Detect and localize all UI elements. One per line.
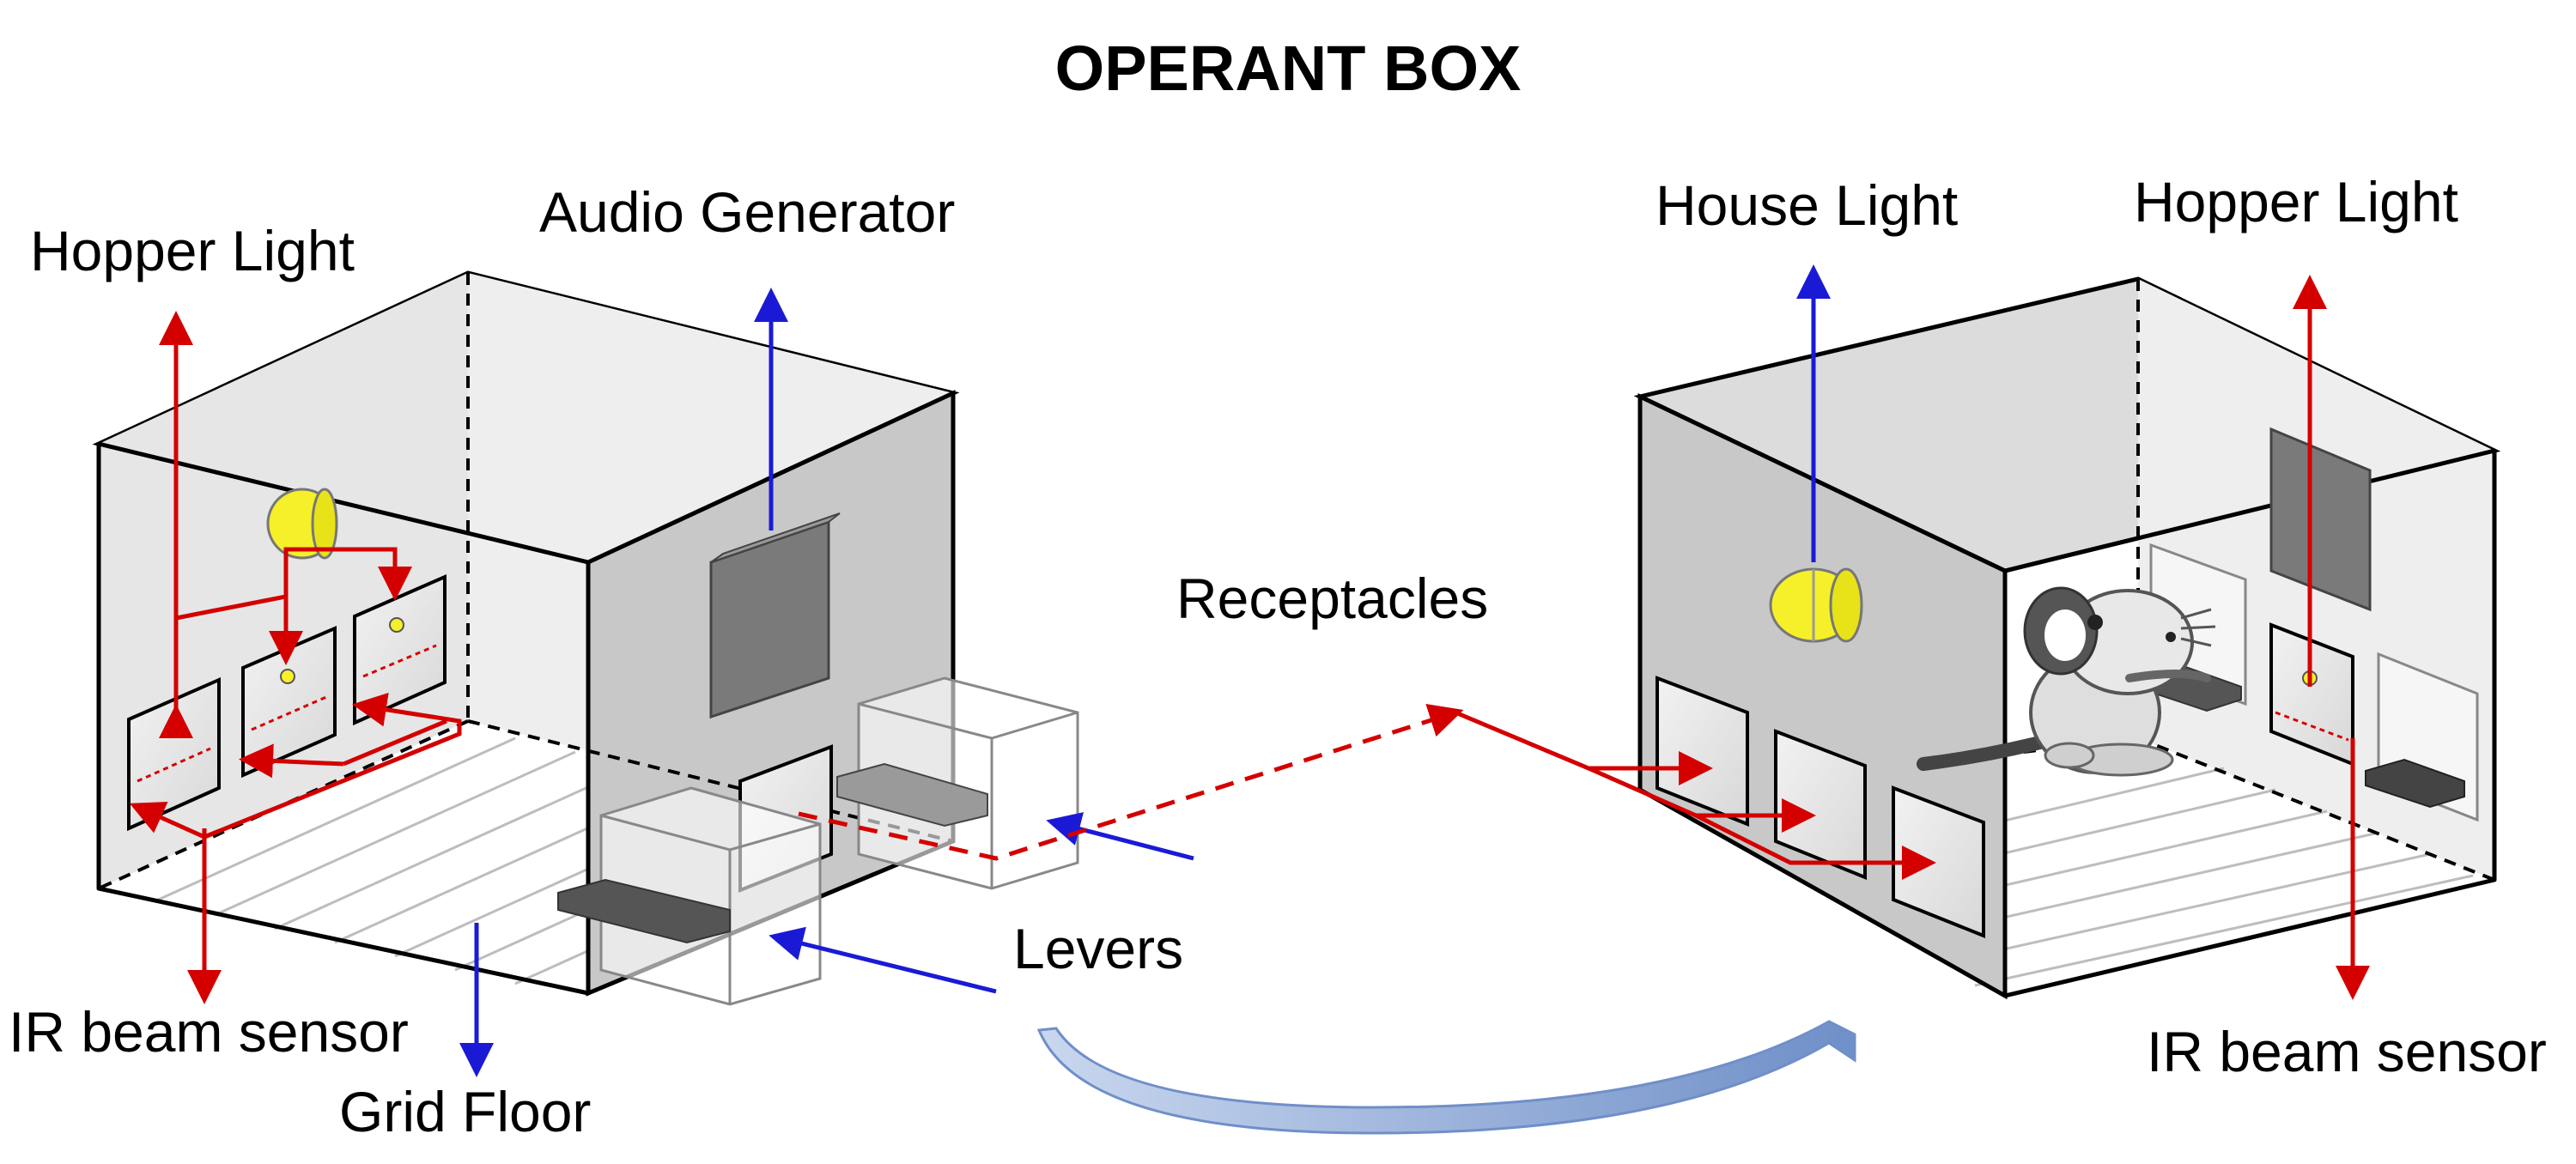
right-receptacle-2 [1774, 729, 1867, 880]
audio-generator-side [710, 512, 841, 563]
right-lever-bar-2 [2365, 758, 2465, 809]
transition-curved-arrow [1036, 1020, 1856, 1135]
left-lever-upper [836, 676, 1079, 890]
label-house-light: House Light [1656, 173, 1958, 237]
right-house-light [1769, 567, 1863, 643]
left-hopper-light-1 [164, 722, 179, 737]
label-audio-generator: Audio Generator [539, 180, 955, 244]
label-ir-beam-sensor-right: IR beam sensor [2147, 1020, 2547, 1083]
label-grid-floor: Grid Floor [339, 1080, 591, 1143]
left-lever-bar-lower [557, 878, 731, 944]
left-hopper-light-3 [389, 617, 404, 633]
left-receptacles [127, 573, 447, 832]
right-operant-box [1455, 264, 2501, 1000]
label-hopper-light-right: Hopper Light [2134, 170, 2458, 233]
left-lever-bar-upper [836, 762, 988, 828]
left-operant-box [92, 270, 1464, 1077]
left-hopper-light-arrows [159, 311, 412, 738]
label-ir-beam-sensor-left: IR beam sensor [9, 1000, 409, 1064]
diagram-title: OPERANT BOX [1055, 33, 1522, 104]
left-house-light [266, 488, 338, 560]
left-hopper-light-2 [280, 669, 295, 684]
right-receptacle-arrows [1455, 710, 1936, 880]
left-ir-sensor-arrows [129, 692, 462, 1004]
left-receptacle-3 [353, 573, 447, 726]
right-back-panel [2269, 427, 2372, 612]
label-receptacles: Receptacles [1176, 567, 1488, 630]
left-receptacle-2 [241, 625, 337, 779]
label-hopper-light-left: Hopper Light [30, 219, 355, 282]
label-levers: Levers [1013, 917, 1183, 980]
left-lever-lower [557, 786, 822, 1006]
rat-illustration [1917, 586, 2216, 777]
